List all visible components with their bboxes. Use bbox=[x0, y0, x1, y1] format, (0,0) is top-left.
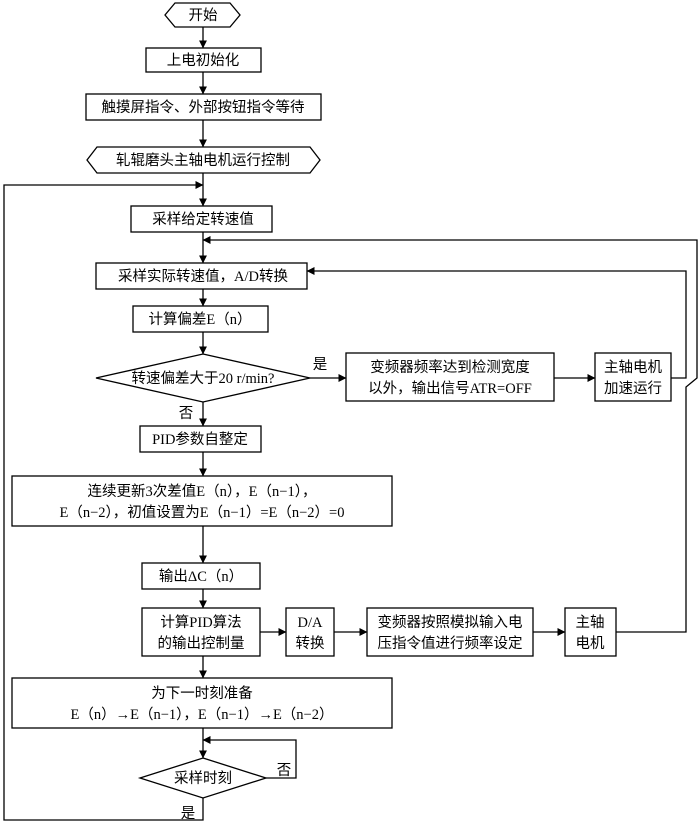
output-delta-c-text: 输出ΔC（n） bbox=[159, 568, 243, 585]
update-diff-box bbox=[11, 475, 393, 527]
sample-actual-box bbox=[95, 262, 308, 290]
output-delta-c-box bbox=[141, 562, 261, 590]
update-diff-line1: 连续更新3次差值E（n），E（n−1）， bbox=[88, 483, 317, 500]
power-init-box bbox=[145, 47, 262, 73]
sample-given-box bbox=[130, 205, 273, 233]
spindle-accel-line1: 主轴电机 bbox=[604, 359, 662, 376]
sampling-time-text: 采样时刻 bbox=[174, 770, 232, 787]
inverter-setting-line2: 压指令值进行频率设定 bbox=[378, 635, 523, 652]
freq-detect-line2: 以外，输出信号ATR=OFF bbox=[368, 380, 532, 397]
decision-text: 转速偏差大于20 r/min? bbox=[132, 370, 275, 387]
pid-tune-text: PID参数自整定 bbox=[152, 431, 248, 448]
power-init-text: 上电初始化 bbox=[167, 52, 240, 69]
calc-deviation-box bbox=[132, 305, 269, 333]
sample-actual-text: 采样实际转速值，A/D转换 bbox=[118, 268, 288, 285]
spindle-accel-line2: 加速运行 bbox=[604, 380, 662, 397]
arrow-sample-time-no-loop bbox=[202, 736, 297, 779]
prepare-next-line2: E（n）→E（n−1），E（n−1）→E（n−2） bbox=[71, 706, 334, 723]
prepare-next-line1: 为下一时刻准备 bbox=[151, 685, 253, 702]
spindle-accel-box bbox=[594, 352, 672, 402]
arrow-accel-feedback bbox=[306, 267, 687, 379]
pid-tune-box bbox=[139, 425, 262, 453]
spindle-motor-line1: 主轴 bbox=[576, 614, 605, 631]
label-no-loop: 否 bbox=[277, 763, 292, 779]
inverter-setting-box bbox=[366, 607, 534, 657]
da-conversion-line1: D/A bbox=[298, 615, 324, 631]
spindle-control-text: 轧辊磨头主轴电机运行控制 bbox=[116, 152, 290, 169]
label-yes-right: 是 bbox=[313, 357, 328, 373]
wait-text: 触摸屏指令、外部按钮指令等待 bbox=[102, 98, 305, 116]
da-conversion-line2: 转换 bbox=[296, 635, 325, 652]
pid-output-line2: 的输出控制量 bbox=[158, 635, 245, 652]
pid-output-box bbox=[141, 607, 261, 657]
label-yes-bottom: 是 bbox=[181, 806, 196, 822]
arrow-motor-feedback bbox=[202, 236, 698, 633]
label-no-below: 否 bbox=[179, 406, 194, 422]
start-text: 开始 bbox=[189, 7, 218, 24]
spindle-motor-box bbox=[564, 607, 617, 657]
start-terminal bbox=[164, 2, 241, 28]
calc-deviation-text: 计算偏差E（n） bbox=[148, 311, 251, 328]
freq-detect-box bbox=[345, 352, 555, 402]
sample-given-text: 采样给定转速值 bbox=[152, 211, 254, 228]
freq-detect-line1: 变频器频率达到检测宽度 bbox=[370, 359, 530, 376]
inverter-setting-line1: 变频器按照模拟输入电 bbox=[378, 614, 523, 631]
da-conversion-box bbox=[285, 607, 335, 657]
pid-output-line1: 计算PID算法 bbox=[160, 614, 241, 631]
spindle-motor-line2: 电机 bbox=[576, 635, 605, 652]
update-diff-line2: E（n−2），初值设置为E（n−1）=E（n−2）=0 bbox=[60, 504, 345, 521]
spindle-control-hexagon bbox=[86, 146, 321, 174]
arrow-sample-time-yes-loop bbox=[3, 181, 204, 821]
